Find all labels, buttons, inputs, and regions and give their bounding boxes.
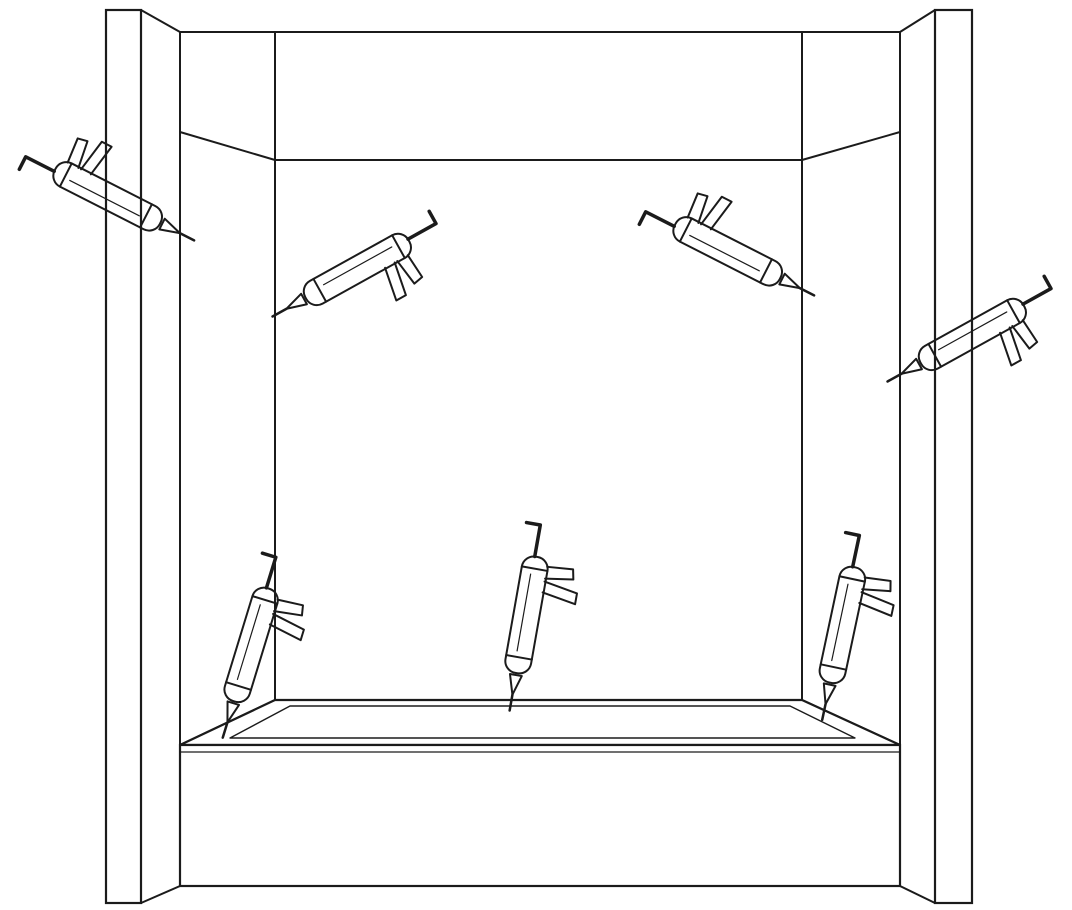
tub-inner-rim — [229, 705, 856, 739]
upper-wall — [179, 31, 901, 161]
caulk-gun-icon — [492, 520, 590, 721]
right-trim — [899, 8, 974, 905]
caulk-gun-icon — [804, 530, 909, 732]
right-side-panel — [801, 131, 901, 746]
caulk-gun-icon — [637, 167, 837, 312]
left-side-panel — [179, 131, 276, 746]
wall-panels — [179, 131, 901, 746]
caulk-gun-icon — [263, 209, 462, 359]
bathtub — [178, 698, 902, 888]
caulk-gun-icon — [878, 274, 1072, 424]
caulk-guns — [17, 112, 1072, 753]
tub-apron — [178, 743, 902, 888]
left-trim — [104, 8, 181, 905]
